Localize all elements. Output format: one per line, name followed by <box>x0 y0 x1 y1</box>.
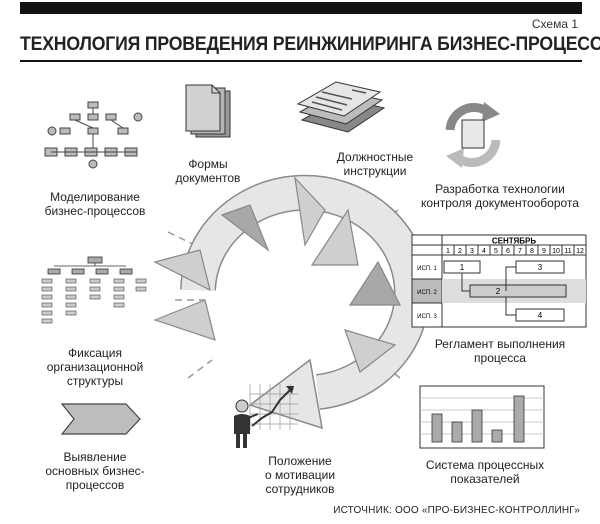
gantt-task-4: 4 <box>538 311 543 320</box>
gantt-task-2: 2 <box>496 287 501 296</box>
step-org: Фиксация организационной структуры <box>46 346 144 388</box>
gantt-month: СЕНТЯБРЬ <box>492 237 537 246</box>
source-note: ИСТОЧНИК: ООО «ПРО-БИЗНЕС-КОНТРОЛЛИНГ» <box>333 505 580 516</box>
gantt-day-label: 10 <box>552 248 560 255</box>
gantt-day-label: 4 <box>482 248 486 255</box>
title-rule <box>20 60 582 62</box>
step-modeling: Моделирование бизнес-процессов <box>44 190 146 218</box>
step-forms: Формы документов <box>175 157 241 185</box>
gantt-task-1: 1 <box>460 263 465 272</box>
step-kpi: Система процессных показателей <box>425 458 545 486</box>
step-motivation: Положение о мотивации сотрудников <box>264 454 336 496</box>
step-instructions: Должностные инструкции <box>336 150 414 178</box>
flowchart-icon <box>44 101 143 169</box>
gantt-day-cell <box>573 244 587 256</box>
gantt-day-label: 5 <box>494 248 498 255</box>
gantt-day-label: 12 <box>576 248 584 255</box>
step-regulation: Регламент выполнения процесса <box>434 337 566 365</box>
org-structure-icon <box>41 256 147 324</box>
gantt-row-1: ИСП. 1 <box>417 266 437 272</box>
gantt-day-label: 3 <box>470 248 474 255</box>
gantt-day-label: 1 <box>446 248 450 255</box>
page-title: ТЕХНОЛОГИЯ ПРОВЕДЕНИЯ РЕИНЖИНИРИНГА БИЗН… <box>20 34 600 55</box>
instructions-icon <box>296 81 386 133</box>
kpi-bar-chart-icon <box>419 385 545 449</box>
gantt-task-3: 3 <box>538 263 543 272</box>
gantt-day-label: 9 <box>542 248 546 255</box>
gantt-day-label: 11 <box>564 248 571 255</box>
ring-markers <box>153 176 401 373</box>
step-identify: Выявление основных бизнес- процессов <box>45 450 145 492</box>
motivation-person-icon <box>234 384 298 448</box>
step-docflow: Разработка технологии контроля документо… <box>421 182 579 210</box>
documents-icon <box>185 84 231 138</box>
gantt-day-label: 6 <box>506 248 510 255</box>
gantt-row-2: ИСП. 2 <box>417 290 437 296</box>
gantt-row-3: ИСП. 3 <box>417 314 437 320</box>
gantt-day-label: 7 <box>518 248 522 255</box>
top-bar <box>20 2 582 14</box>
scheme-label: Схема 1 <box>531 17 578 31</box>
chevron-process-icon <box>60 403 141 435</box>
gantt-day-label: 8 <box>530 248 534 255</box>
gantt-day-label: 2 <box>458 248 462 255</box>
docflow-cycle-icon <box>445 102 501 168</box>
